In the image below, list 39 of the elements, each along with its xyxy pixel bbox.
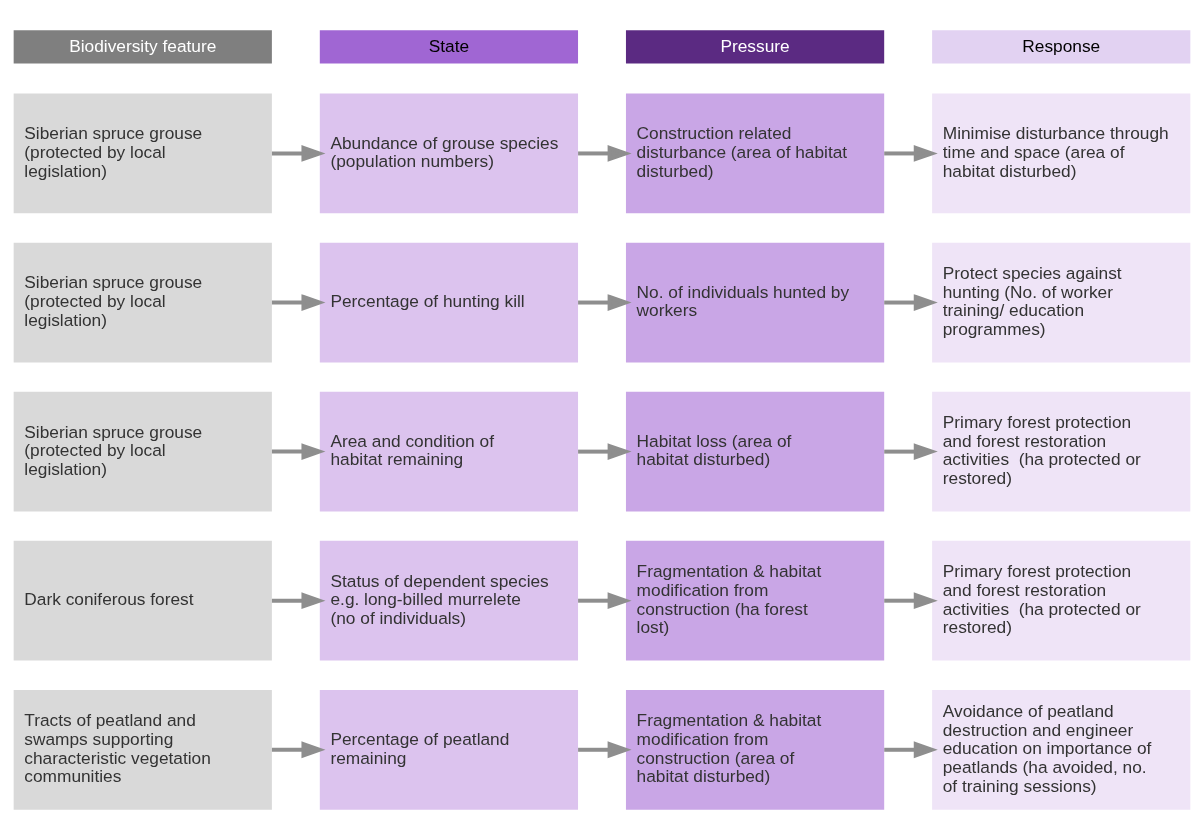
node-box: Fragmentation & habitat modification from construction (ha forest lost): [625, 540, 885, 661]
node-box: State: [319, 29, 579, 64]
arrow: [884, 442, 938, 460]
node-box: Dark coniferous forest: [13, 540, 272, 661]
arrow: [271, 591, 326, 609]
node-box: Status of dependent species e.g. long-billed murrelete (no of individuals): [319, 540, 579, 661]
node-box: Area and condition of habitat remaining: [319, 391, 579, 511]
node-box: Minimise disturbance through time and space (area of habitat disturbed): [932, 93, 1191, 213]
arrow: [884, 591, 938, 609]
arrow: [578, 293, 632, 311]
node-box: Siberian spruce grouse (protected by local legislation): [13, 391, 272, 511]
arrow: [271, 293, 326, 311]
arrow: [271, 144, 326, 162]
node-box: Primary forest protection and forest restoration activities (ha protected or restored): [932, 540, 1191, 661]
node-box: Response: [932, 29, 1191, 64]
arrow: [578, 740, 632, 758]
arrow: [884, 740, 938, 758]
node-box: Fragmentation & habitat modification from construction (area of habitat disturbed): [625, 689, 885, 810]
node-box: Percentage of peatland remaining: [319, 689, 579, 810]
arrow: [578, 591, 632, 609]
arrow: [271, 740, 326, 758]
arrow: [271, 442, 326, 460]
node-box: Siberian spruce grouse (protected by local legislation): [13, 242, 272, 362]
arrow: [578, 442, 632, 460]
node-box: Protect species against hunting (No. of worker training/ education programmes): [932, 242, 1191, 362]
node-box: No. of individuals hunted by workers: [625, 242, 885, 362]
node-box: Habitat loss (area of habitat disturbed): [625, 391, 885, 511]
node-box: Percentage of hunting kill: [319, 242, 579, 362]
arrow: [884, 144, 938, 162]
node-box: Pressure: [625, 29, 885, 64]
node-box: Abundance of grouse species (population numbers): [319, 93, 579, 213]
node-box: Avoidance of peatland destruction and engineer education on importance of peatlands (ha avoided, no. of training sessions): [932, 689, 1191, 810]
node-box: Tracts of peatland and swamps supporting characteristic vegetation communities: [13, 689, 272, 810]
node-box: Primary forest protection and forest restoration activities (ha protected or restored): [932, 391, 1191, 511]
node-box: Siberian spruce grouse (protected by local legislation): [13, 93, 272, 213]
node-box: Construction related disturbance (area of habitat disturbed): [625, 93, 885, 213]
arrow: [578, 144, 632, 162]
node-box: Biodiversity feature: [13, 29, 272, 64]
arrow: [884, 293, 938, 311]
